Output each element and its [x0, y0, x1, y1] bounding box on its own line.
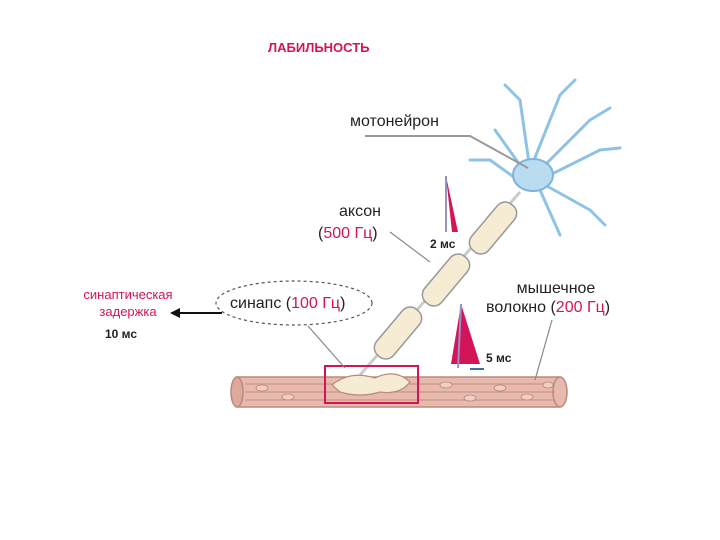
- muscle-label-line2: волокно (200 Гц): [486, 299, 611, 316]
- muscle-pointer-line: [534, 319, 553, 381]
- synaptic-delay-label: синаптическая задержка: [58, 287, 198, 321]
- myelin-segment: [373, 306, 423, 360]
- muscle-spike: [451, 303, 484, 370]
- motoneuron-pointer-line: [365, 135, 529, 169]
- soma: [512, 158, 554, 192]
- muscle-fiber: [230, 365, 568, 408]
- motor-endplate: [331, 373, 411, 396]
- delay-10ms: 10 мс: [105, 327, 138, 341]
- myelin-segment: [421, 253, 471, 307]
- synapse-callout-ellipse: [215, 280, 373, 326]
- synapse-label: синапс (100 Гц): [230, 295, 346, 312]
- axon-label: аксон: [339, 203, 381, 220]
- diagram-title: ЛАБИЛЬНОСТЬ: [268, 40, 370, 55]
- synaptic-delay-line1: синаптическая: [83, 287, 173, 302]
- axon-spike: [445, 176, 458, 232]
- synapse-pointer-line: [307, 325, 346, 369]
- myelin-segment: [468, 201, 518, 255]
- axon: [358, 191, 522, 376]
- delay-2ms: 2 мс: [430, 237, 456, 251]
- synaptic-delay-line2: задержка: [99, 303, 157, 319]
- muscle-label-line1: мышечное: [516, 280, 596, 297]
- synapse-highlight-box: [324, 365, 419, 404]
- delay-5ms: 5 мс: [486, 351, 512, 365]
- motoneuron-label: мотонейрон: [350, 113, 439, 130]
- synaptic-delay-arrow: [170, 308, 222, 318]
- motoneuron-body: [468, 78, 622, 237]
- axon-frequency: (500 Гц): [318, 225, 378, 242]
- axon-pointer-line: [389, 231, 431, 263]
